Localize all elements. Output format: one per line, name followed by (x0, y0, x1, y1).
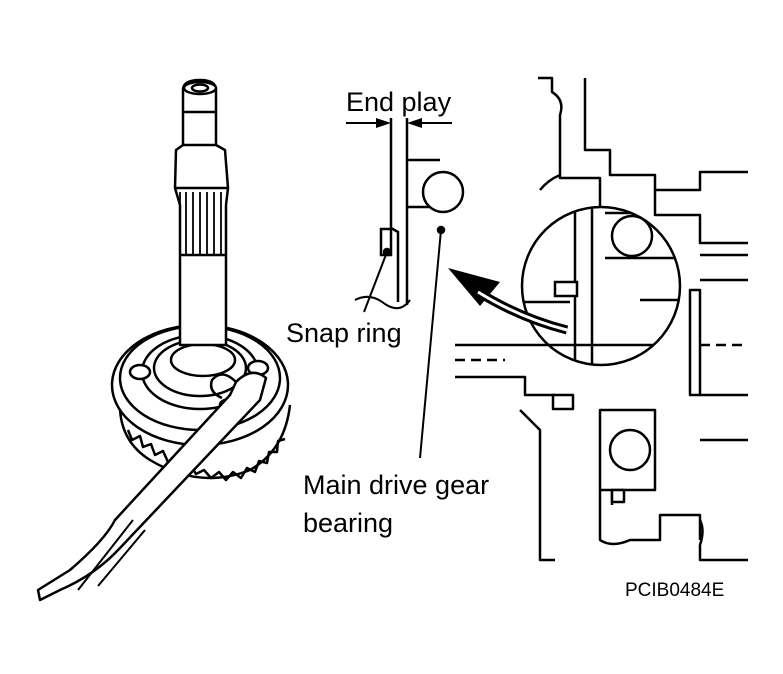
snap-ring-leader (363, 251, 388, 313)
figure-code: PCIB0484E (625, 580, 724, 601)
lower-bearing-ball (608, 428, 652, 472)
gear-face (389, 118, 400, 302)
shaft-collar (169, 342, 237, 378)
magnifier-circle (520, 205, 682, 367)
transmission-section (455, 76, 748, 562)
bearing-label-line1: Main drive gear (303, 470, 489, 500)
shaft-splines (179, 192, 222, 255)
bearing-wall (405, 118, 440, 305)
detail-arrow (448, 268, 569, 335)
bearing-label-line2: bearing (303, 508, 393, 538)
input-shaft (173, 78, 230, 347)
bearing-ball (421, 170, 465, 214)
wrench-tool (36, 371, 268, 602)
bearing-leader (419, 229, 442, 459)
main-drive-gear-assembly (36, 78, 292, 602)
end-play-label: End play (346, 87, 452, 117)
snap-ring-label: Snap ring (286, 318, 402, 348)
end-play-detail (346, 118, 465, 459)
